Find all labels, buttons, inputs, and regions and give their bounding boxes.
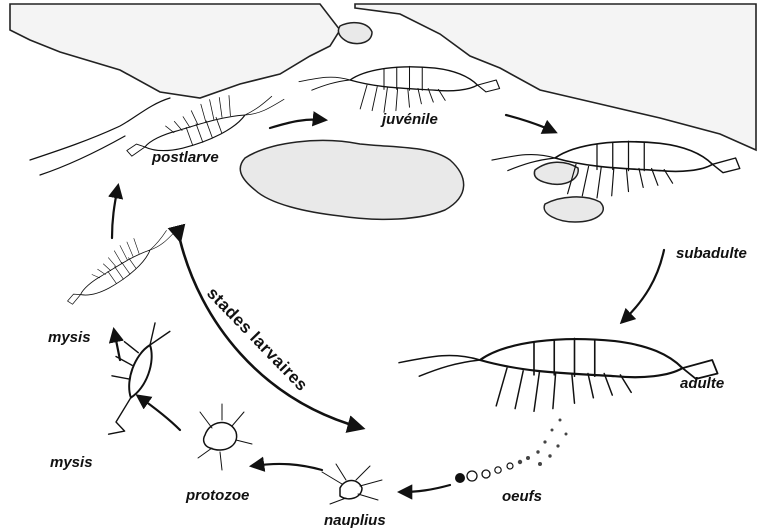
stage-label-mysis-lower: mysis bbox=[50, 454, 93, 471]
stage-label-nauplius: nauplius bbox=[324, 512, 386, 529]
larva-icon bbox=[198, 404, 252, 470]
stage-label-adulte: adulte bbox=[680, 375, 724, 392]
stage-label-protozoe: protozoe bbox=[185, 487, 249, 504]
shrimp-icon bbox=[299, 66, 500, 112]
shrimp-icon bbox=[492, 141, 740, 198]
stage-label-juvenile: juvénile bbox=[380, 111, 438, 128]
shrimp-icon bbox=[399, 338, 718, 411]
stage-label-mysis-upper: mysis bbox=[48, 329, 91, 346]
larva-icon bbox=[90, 314, 171, 442]
stage-label-oeufs: oeufs bbox=[502, 488, 542, 505]
stage-label-subadulte: subadulte bbox=[676, 245, 747, 262]
larva-icon bbox=[322, 464, 382, 504]
egg-cloud bbox=[455, 419, 568, 484]
shrimp-icon bbox=[59, 214, 182, 313]
larval-stages-label: stades larvaires bbox=[203, 284, 312, 395]
stage-label-postlarve: postlarve bbox=[151, 149, 219, 166]
